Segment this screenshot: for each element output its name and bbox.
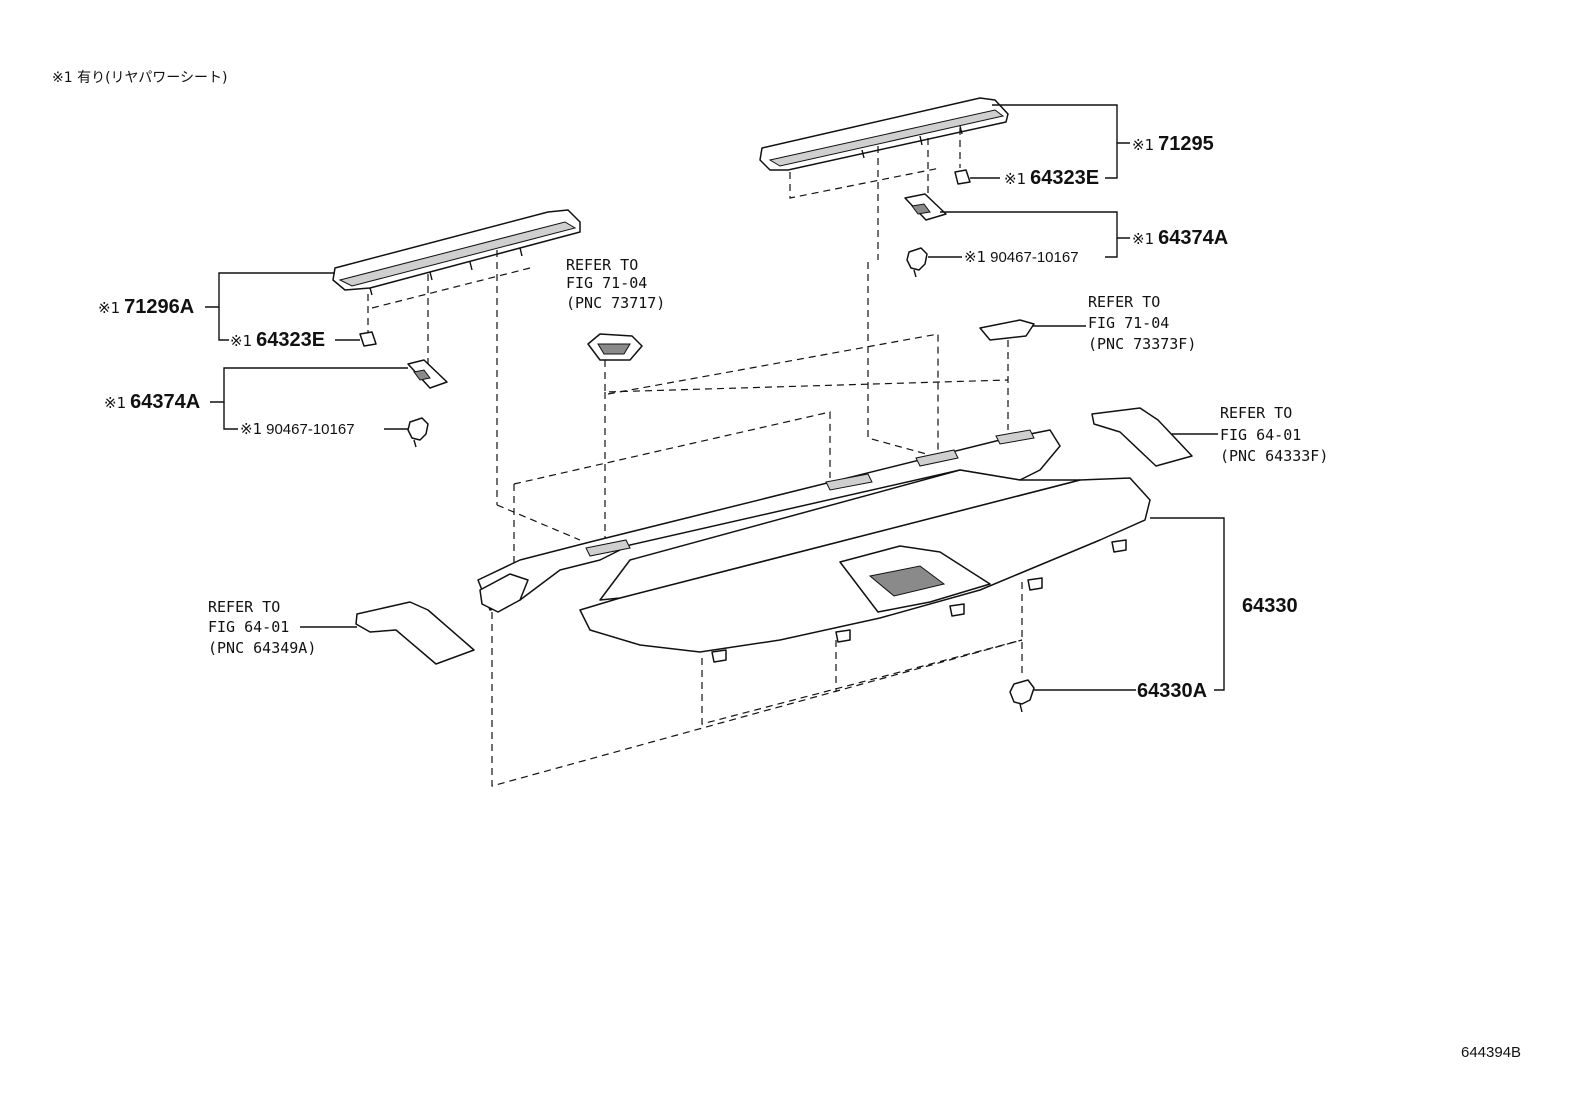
ref-64349a-line3: (PNC 64349A): [208, 639, 316, 657]
ref-64333f-line1: REFER TO: [1220, 404, 1292, 422]
ref-part-64349a[interactable]: [355, 601, 475, 665]
header-note: ※1 有り(リヤパワーシート): [52, 70, 227, 86]
right-bracket-64374a[interactable]: [904, 193, 947, 221]
left-trim-mark: ※1: [98, 299, 120, 317]
svg-text:※1 71296A: ※1 71296A: [98, 296, 194, 318]
right-screw-pn: 90467-10167: [990, 249, 1078, 266]
ref-73373f-line3: (PNC 73373F): [1088, 335, 1196, 353]
ref-64333f-line2: FIG 64-01: [1220, 426, 1301, 444]
right-trim-mark: ※1: [1132, 136, 1154, 154]
left-clip-pn: 64323E: [256, 329, 325, 351]
ref-part-73373f[interactable]: [979, 319, 1035, 341]
left-bracket-mark: ※1: [104, 394, 126, 412]
ref-part-73717[interactable]: [587, 333, 643, 361]
right-clip-mark: ※1: [1004, 170, 1026, 188]
ref-73373f-line1: REFER TO: [1088, 293, 1160, 311]
left-trim-group: ※1 71296A ※1 64323E ※1 64374A ※1 90467-1…: [98, 209, 581, 505]
ref-73717-line2: FIG 71-04: [566, 274, 647, 292]
left-screw-90467[interactable]: [407, 417, 429, 448]
left-screw-mark: ※1: [240, 420, 262, 438]
right-clip-64323e[interactable]: [954, 169, 971, 185]
shelf-clip-64330a[interactable]: [1009, 679, 1035, 713]
ref-73717-line3: (PNC 73717): [566, 294, 665, 312]
svg-text:※1 64374A: ※1 64374A: [1132, 227, 1228, 249]
package-tray-64330[interactable]: [477, 429, 1151, 663]
right-screw-mark: ※1: [964, 248, 986, 266]
svg-text:※1 64323E: ※1 64323E: [230, 329, 325, 351]
ref-73373f-line2: FIG 71-04: [1088, 314, 1169, 332]
ref-64349a-line1: REFER TO: [208, 598, 280, 616]
ref-64349a-line2: FIG 64-01: [208, 618, 289, 636]
left-screw-pn: 90467-10167: [266, 421, 354, 438]
right-trim-pn: 71295: [1158, 133, 1214, 155]
svg-text:※1 64374A: ※1 64374A: [104, 391, 200, 413]
assembly-dashed-lines: [491, 262, 1023, 787]
ref-64333f-line3: (PNC 64333F): [1220, 447, 1328, 465]
svg-text:※1 90467-10167: ※1 90467-10167: [964, 248, 1079, 266]
right-trim-71295[interactable]: [759, 97, 1009, 171]
right-bracket-mark: ※1: [1132, 230, 1154, 248]
right-screw-90467[interactable]: [906, 247, 928, 278]
svg-text:※1 71295: ※1 71295: [1132, 133, 1214, 155]
ref-part-64333f[interactable]: [1091, 407, 1193, 467]
left-clip-mark: ※1: [230, 332, 252, 350]
right-clip-pn: 64323E: [1030, 167, 1099, 189]
left-clip-64323e[interactable]: [359, 331, 377, 347]
figure-id: 644394B: [1461, 1044, 1521, 1061]
shelf-clip-pn: 64330A: [1137, 680, 1207, 702]
right-trim-group: ※1 71295 ※1 64323E ※1 64374A ※1 90467-10…: [759, 97, 1228, 278]
svg-text:※1 64323E: ※1 64323E: [1004, 167, 1099, 189]
left-bracket-pn: 64374A: [130, 391, 200, 413]
shelf-pn: 64330: [1242, 595, 1298, 617]
right-bracket-pn: 64374A: [1158, 227, 1228, 249]
svg-text:※1 90467-10167: ※1 90467-10167: [240, 420, 355, 438]
left-trim-pn: 71296A: [124, 296, 194, 318]
left-bracket-64374a[interactable]: [407, 359, 448, 389]
left-trim-71296a[interactable]: [332, 209, 581, 296]
ref-73717-line1: REFER TO: [566, 256, 638, 274]
